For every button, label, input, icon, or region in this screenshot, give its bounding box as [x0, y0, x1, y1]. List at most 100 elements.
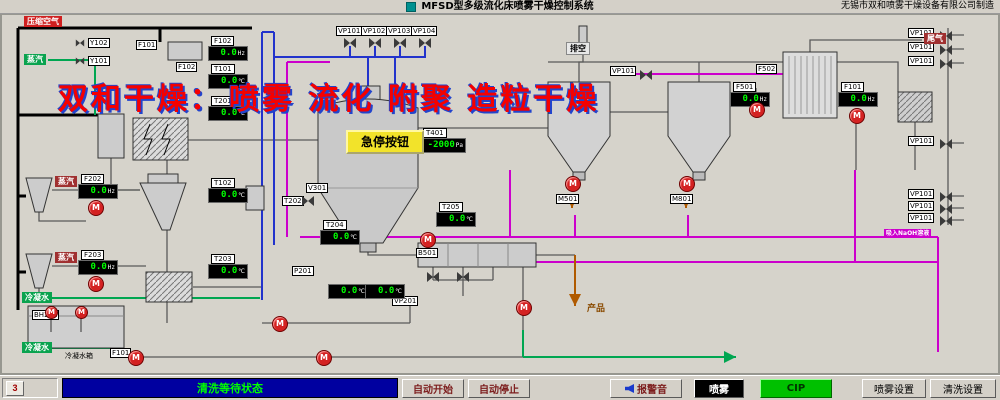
pump-icon[interactable]: M	[420, 232, 436, 248]
instrument-value: 0.0℃	[208, 264, 248, 279]
stream-vent: 排空	[566, 42, 590, 55]
indicator-panel: 3	[2, 378, 58, 398]
pump-icon[interactable]: M	[128, 350, 144, 366]
instrument-tag: F202	[81, 174, 105, 184]
tag-VP101-mid: VP101	[610, 66, 637, 76]
pipes-blue	[261, 31, 426, 300]
agitator-motor-icon[interactable]: M	[45, 306, 58, 319]
spray-settings-button[interactable]: 喷雾设置	[862, 379, 926, 398]
tag-V301: V301	[306, 183, 329, 193]
stream-tail-gas: 尾气	[924, 33, 946, 44]
status-bar: 清洗等待状态	[62, 378, 398, 398]
tag-VP101-right: VP101	[908, 136, 935, 146]
page-indicator-button[interactable]: 3	[6, 380, 24, 396]
instrument-T201: T201 0.0℃	[208, 96, 248, 121]
instrument-value: 0.0℃	[436, 212, 476, 227]
tag-VP101-right: VP101	[908, 42, 935, 52]
instrument-value: 0.0℃	[208, 188, 248, 203]
valve-icon[interactable]	[75, 39, 85, 47]
valve-icon[interactable]	[457, 272, 469, 282]
title-bar: MFSD型多级流化床喷雾干燥控制系统 无锡市双和喷雾干燥设备有限公司制造	[0, 0, 1000, 14]
instrument-tag: F501	[733, 82, 757, 92]
pump-icon[interactable]: M	[516, 300, 532, 316]
instrument-tag: T401	[423, 128, 447, 138]
emergency-stop-button[interactable]: 急停按钮	[346, 130, 424, 154]
tag-Y102: Y102	[88, 38, 110, 48]
valve-icon[interactable]	[427, 272, 439, 282]
hopper-2	[667, 81, 731, 173]
instrument-tag: F102	[211, 36, 235, 46]
instrument-tag: T201	[211, 96, 235, 106]
alarm-sound-label: 报警音	[637, 385, 667, 396]
speaker-icon	[625, 384, 634, 393]
valve-icon[interactable]	[640, 70, 652, 80]
tag-VP101-right: VP101	[908, 56, 935, 66]
cyclone	[139, 182, 187, 231]
pipes-product	[566, 196, 692, 306]
pump-icon[interactable]: M	[749, 102, 765, 118]
pump-icon[interactable]: M	[88, 276, 104, 292]
instrument-T204: T204 0.0℃	[320, 220, 360, 245]
tag-F102: F102	[176, 62, 198, 72]
pump-icon[interactable]: M	[88, 200, 104, 216]
instrument-display: 0.0℃	[328, 284, 368, 299]
valve-icon[interactable]	[369, 38, 381, 48]
valve-icon[interactable]	[940, 204, 952, 214]
instrument-tag: T101	[211, 64, 235, 74]
tag-VP103: VP103	[386, 26, 413, 36]
valve-icon[interactable]	[940, 59, 952, 69]
instrument-display: 0.0℃	[365, 284, 405, 299]
manufacturer-label: 无锡市双和喷雾干燥设备有限公司制造	[840, 1, 994, 11]
tag-B501: B501	[416, 248, 439, 258]
auto-start-button[interactable]: 自动开始	[402, 379, 464, 398]
bottom-toolbar: 3 清洗等待状态 自动开始 自动停止 报警音 喷雾 CIP 喷雾设置 清洗设置	[0, 375, 1000, 400]
alarm-sound-button[interactable]: 报警音	[610, 379, 682, 398]
valve-icon[interactable]	[940, 192, 952, 202]
stream-condensate-a: 冷凝水	[22, 292, 52, 303]
instrument-tag: F101	[841, 82, 865, 92]
valve-icon[interactable]	[344, 38, 356, 48]
stream-product: 产品	[587, 304, 606, 314]
valve-icon[interactable]	[394, 38, 406, 48]
stream-steam-b: 蒸汽	[55, 176, 77, 187]
tag-Y101: Y101	[88, 56, 110, 66]
valve-icon[interactable]	[940, 139, 952, 149]
spray-button[interactable]: 喷雾	[694, 379, 744, 398]
auto-stop-button[interactable]: 自动停止	[468, 379, 530, 398]
valve-icon[interactable]	[75, 57, 85, 65]
valve-icon[interactable]	[419, 38, 431, 48]
agitator-motor-icon[interactable]: M	[75, 306, 88, 319]
instrument-value: 0.0℃	[320, 230, 360, 245]
stream-condensate-b: 冷凝水	[22, 342, 52, 353]
pump-icon[interactable]: M	[316, 350, 332, 366]
instrument-tag: T204	[323, 220, 347, 230]
pump-icon[interactable]: M	[565, 176, 581, 192]
tag-P201: P201	[292, 266, 314, 276]
instrument-T102: T102 0.0℃	[208, 178, 248, 203]
stream-steam-a: 蒸汽	[24, 54, 46, 65]
pump-icon[interactable]: M	[679, 176, 695, 192]
feed-funnel-1	[25, 177, 53, 213]
tag-T202: T202	[282, 196, 304, 206]
clean-settings-button[interactable]: 清洗设置	[930, 379, 996, 398]
instrument-tag: T102	[211, 178, 235, 188]
pump-icon[interactable]: M	[849, 108, 865, 124]
instrument-value: 0.0℃	[208, 74, 248, 89]
valve-icon[interactable]	[940, 45, 952, 55]
pump-icon[interactable]: M	[272, 316, 288, 332]
tag-F101: F101	[136, 40, 158, 50]
cip-button[interactable]: CIP	[760, 379, 832, 398]
instrument-value: 0.0℃	[328, 284, 368, 299]
valve-icon[interactable]	[940, 216, 952, 226]
valve-icon[interactable]	[302, 196, 314, 206]
instrument-T101: T101 0.0℃	[208, 64, 248, 89]
instrument-tag: F203	[81, 250, 105, 260]
